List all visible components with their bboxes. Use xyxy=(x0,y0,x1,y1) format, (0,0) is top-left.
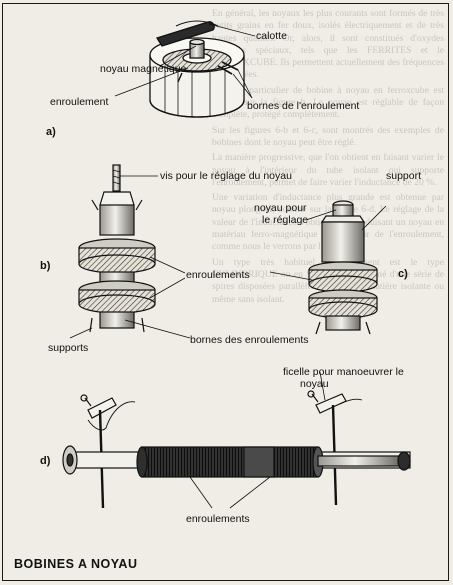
label-supports: supports xyxy=(48,342,89,354)
label-enroulements-d: enroulements xyxy=(186,513,250,525)
label-support: support xyxy=(386,170,422,182)
adjustable-coil-b xyxy=(69,164,191,339)
background-paragraph: Sur les figures 6-b et 6-c, sont montrés… xyxy=(212,124,444,148)
figure-label-a: a) xyxy=(46,126,56,138)
label-ficelle-1: ficelle pour manoeuvrer le xyxy=(283,366,404,378)
label-vis-reglage: vis pour le réglage du noyau xyxy=(160,170,292,182)
label-calotte: calotte xyxy=(256,30,287,42)
adjustable-coil-c xyxy=(269,200,387,335)
label-noyau-magnetique: noyau magnétique xyxy=(100,63,187,75)
figure-label-c: c) xyxy=(398,268,408,280)
label-noyau-reglage-2: le réglage xyxy=(262,214,309,226)
pot-core-figure xyxy=(114,20,256,118)
cylindrical-coil-d xyxy=(62,371,411,509)
background-paragraph: La manière progressive, que l'on obtient… xyxy=(212,152,444,188)
page-frame xyxy=(2,3,449,581)
label-ficelle-2: noyau xyxy=(300,378,329,390)
label-enroulement: enroulement xyxy=(50,96,109,108)
figure-label-d: d) xyxy=(40,455,51,467)
label-noyau-reglage-1: noyau pour xyxy=(254,202,307,214)
label-enroulements-bc: enroulements xyxy=(186,269,250,281)
background-paragraph: Un type particulier de bobine à noyau en… xyxy=(212,84,444,121)
label-bornes-enroulements: bornes des enroulements xyxy=(190,334,309,346)
figure-label-b: b) xyxy=(40,260,51,272)
label-bornes-enroulement: bornes de l'enroulement xyxy=(247,100,360,112)
figure-caption: BOBINES A NOYAU xyxy=(14,557,138,571)
